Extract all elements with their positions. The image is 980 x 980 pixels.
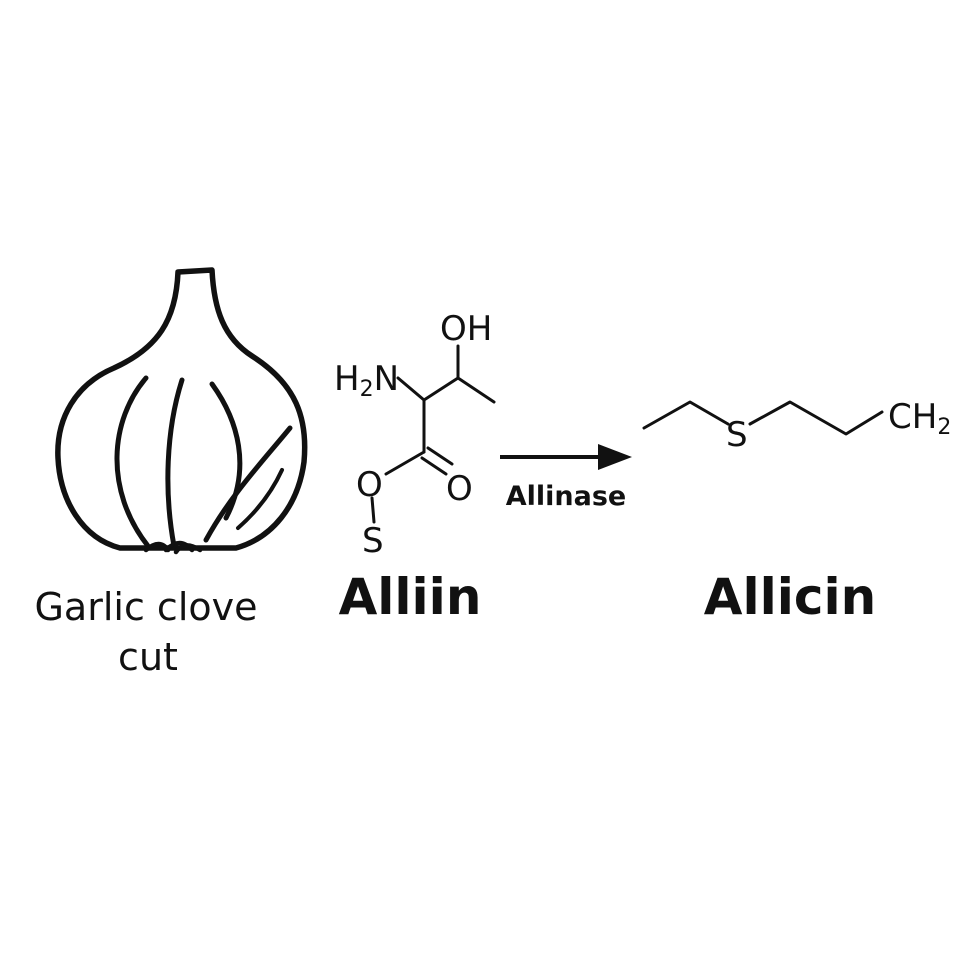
allicin-ch2-c: CH — [888, 397, 937, 437]
alliin-name: Alliin — [339, 568, 482, 626]
alliin-h2n-h: H — [334, 359, 360, 399]
allicin-ch2-subscript: 2 — [937, 415, 951, 440]
alliin-oh-label: OH — [440, 309, 492, 349]
alliin-h2n-n: N — [374, 359, 399, 399]
enzyme-label: Allinase — [506, 481, 627, 512]
garlic-icon — [55, 267, 308, 555]
alliin-ester-o-label: O — [356, 465, 383, 505]
allicin-structure: S CH2 — [642, 397, 951, 455]
alliin-structure: OH H2N O O S — [334, 309, 496, 561]
alliin-sulfur-label: S — [362, 521, 384, 561]
allicin-name: Allicin — [704, 568, 877, 626]
garlic-caption-line2: cut — [118, 635, 178, 679]
allicin-sulfur-label: S — [726, 415, 748, 455]
alliin-h2n-label: H2N — [334, 359, 399, 402]
allicin-ch2-label: CH2 — [888, 397, 951, 440]
garlic-caption-line1: Garlic clove — [34, 585, 257, 629]
reaction-arrow-icon — [500, 444, 632, 470]
alliin-carbonyl-o-label: O — [446, 469, 473, 509]
alliin-h2n-subscript: 2 — [360, 377, 374, 402]
